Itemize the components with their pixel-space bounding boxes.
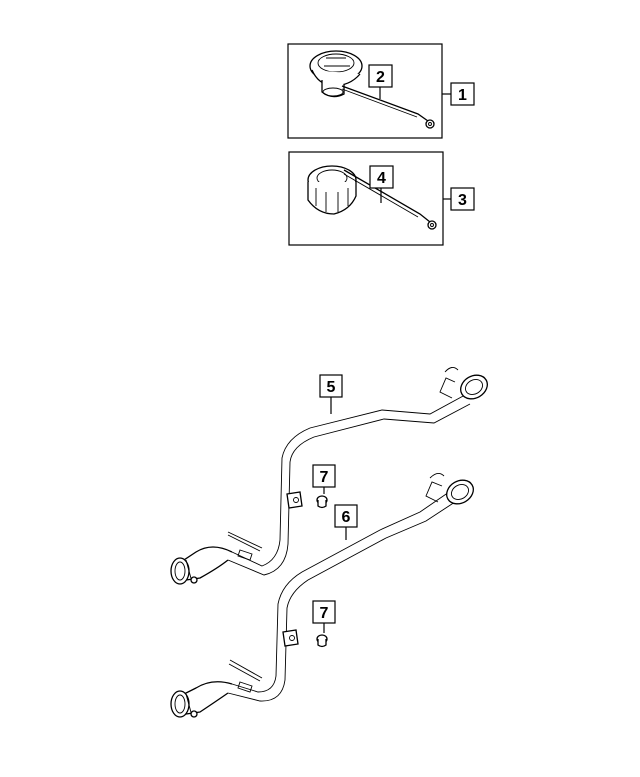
callout-3: 3 <box>458 192 467 209</box>
fuel-cap-with-tether-icon[interactable] <box>309 50 435 129</box>
callout-box-1 <box>450 82 475 106</box>
fuel-filler-tube-icon[interactable] <box>170 473 478 718</box>
bolt-group-upper: 7 <box>312 464 336 509</box>
callout-1: 1 <box>458 87 467 104</box>
filler-tube-5: 5 <box>170 367 492 585</box>
cap-box-1 <box>287 43 443 139</box>
cap-group-1: 2 1 <box>287 43 475 139</box>
filler-tube-6: 6 <box>170 473 478 718</box>
callout-7a: 7 <box>320 469 329 486</box>
bolt-group-lower: 7 <box>312 600 336 648</box>
locking-fuel-cap-with-tether-icon[interactable] <box>307 165 437 230</box>
callout-4: 4 <box>377 170 386 187</box>
cap-group-3: 4 3 <box>288 151 475 246</box>
fuel-filler-tube-icon[interactable] <box>170 367 492 585</box>
callout-7b: 7 <box>320 605 329 622</box>
callout-5: 5 <box>327 379 336 396</box>
bolt-icon[interactable] <box>316 634 328 648</box>
callout-2: 2 <box>376 69 385 86</box>
bolt-icon[interactable] <box>316 495 328 509</box>
callout-box-3 <box>450 187 475 211</box>
callout-6: 6 <box>342 509 351 526</box>
